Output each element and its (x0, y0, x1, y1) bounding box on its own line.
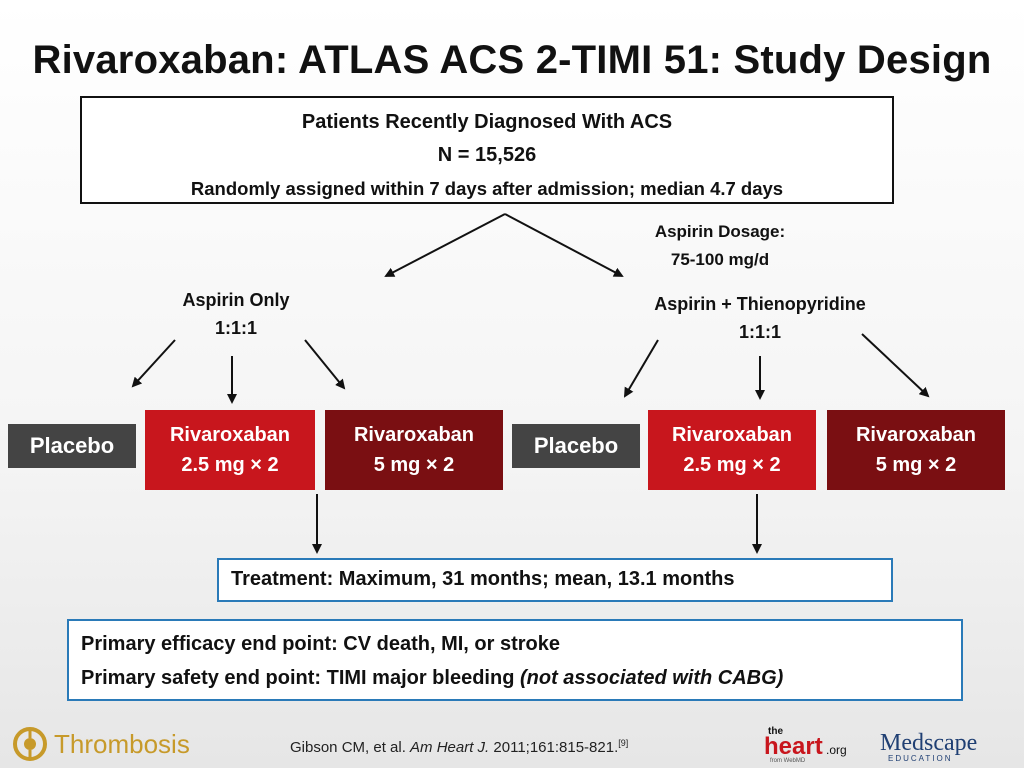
arm-dose: 2.5 mg × 2 (683, 454, 781, 476)
arm-dose: 2.5 mg × 2 (181, 454, 279, 476)
endpoints-box: Primary efficacy end point: CV death, MI… (67, 619, 963, 701)
citation-ref: [9] (618, 738, 629, 748)
arrow-thieno-placebo (623, 339, 659, 398)
arrow-split-right (504, 213, 624, 277)
group-ratio: 1:1:1 (214, 318, 258, 338)
aspirin-dosage-line-2: 75-100 mg/d (670, 250, 770, 269)
arm-dose: 5 mg × 2 (373, 454, 455, 476)
arm-name: Rivaroxaban (855, 424, 977, 446)
group-aspirin-thieno-label: Aspirin + Thienopyridine 1:1:1 (610, 290, 910, 346)
arrow-aspirin-riva5 (304, 339, 346, 390)
medscape-logo-sub: EDUCATION (888, 754, 953, 763)
theheart-logo: the heart .org from WebMD (764, 726, 847, 764)
population-line-1: Patients Recently Diagnosed With ACS (301, 111, 673, 133)
thrombosis-logo-text: Thrombosis (54, 728, 190, 759)
efficacy-endpoint: Primary efficacy end point: CV death, MI… (81, 633, 561, 655)
safety-endpoint-text: Primary safety end point: TIMI major ble… (81, 667, 520, 689)
arm-riva25-aspirin: Rivaroxaban 2.5 mg × 2 (145, 410, 315, 490)
group-aspirin-only-label: Aspirin Only 1:1:1 (136, 286, 336, 342)
arm-dose: 5 mg × 2 (875, 454, 957, 476)
arrow-thieno-riva5 (861, 333, 930, 398)
theheart-logo-small: the (768, 726, 783, 737)
arm-riva25-thieno: Rivaroxaban 2.5 mg × 2 (648, 410, 816, 490)
arm-riva5-aspirin: Rivaroxaban 5 mg × 2 (325, 410, 503, 490)
theheart-logo-suffix: .org (826, 743, 847, 757)
arm-name: Placebo (533, 433, 619, 458)
arrow-aspirin-placebo (131, 339, 176, 388)
arm-name: Rivaroxaban (353, 424, 475, 446)
treatment-box: Treatment: Maximum, 31 months; mean, 13.… (217, 558, 893, 602)
slide-title: Rivaroxaban: ATLAS ACS 2-TIMI 51: Study … (32, 38, 992, 82)
arm-name: Rivaroxaban (671, 424, 793, 446)
group-label: Aspirin Only (182, 290, 290, 310)
population-line-2: N = 15,526 (437, 144, 537, 166)
theheart-logo-main: heart (764, 733, 823, 760)
arm-name: Rivaroxaban (169, 424, 291, 446)
arm-riva5-thieno: Rivaroxaban 5 mg × 2 (827, 410, 1005, 490)
medscape-logo: Medscape EDUCATION (880, 730, 977, 763)
thrombosis-logo: Thrombosis (12, 724, 190, 764)
citation-details: 2011;161:815-821. (489, 739, 619, 756)
arm-placebo-thieno: Placebo (512, 424, 640, 468)
medscape-logo-text: Medscape (880, 730, 977, 756)
aspirin-dosage-label: Aspirin Dosage: 75-100 mg/d (620, 218, 820, 274)
arrow-split-left (384, 213, 506, 277)
aspirin-dosage-line-1: Aspirin Dosage: (654, 222, 786, 241)
citation-authors: Gibson CM, et al. (290, 739, 411, 756)
group-ratio: 1:1:1 (738, 322, 782, 342)
arm-placebo-aspirin: Placebo (8, 424, 136, 468)
group-label: Aspirin + Thienopyridine (654, 294, 866, 314)
theheart-logo-from: from WebMD (770, 758, 806, 764)
safety-endpoint: Primary safety end point: TIMI major ble… (81, 661, 961, 695)
safety-endpoint-note: (not associated with CABG) (519, 667, 784, 689)
citation-journal: Am Heart J. (410, 739, 490, 756)
citation: Gibson CM, et al. Am Heart J. 2011;161:8… (290, 738, 628, 756)
population-box: Patients Recently Diagnosed With ACS N =… (80, 96, 894, 204)
population-line-3: Randomly assigned within 7 days after ad… (190, 178, 784, 199)
arm-name: Placebo (29, 433, 115, 458)
thrombosis-logo-icon (13, 727, 47, 761)
